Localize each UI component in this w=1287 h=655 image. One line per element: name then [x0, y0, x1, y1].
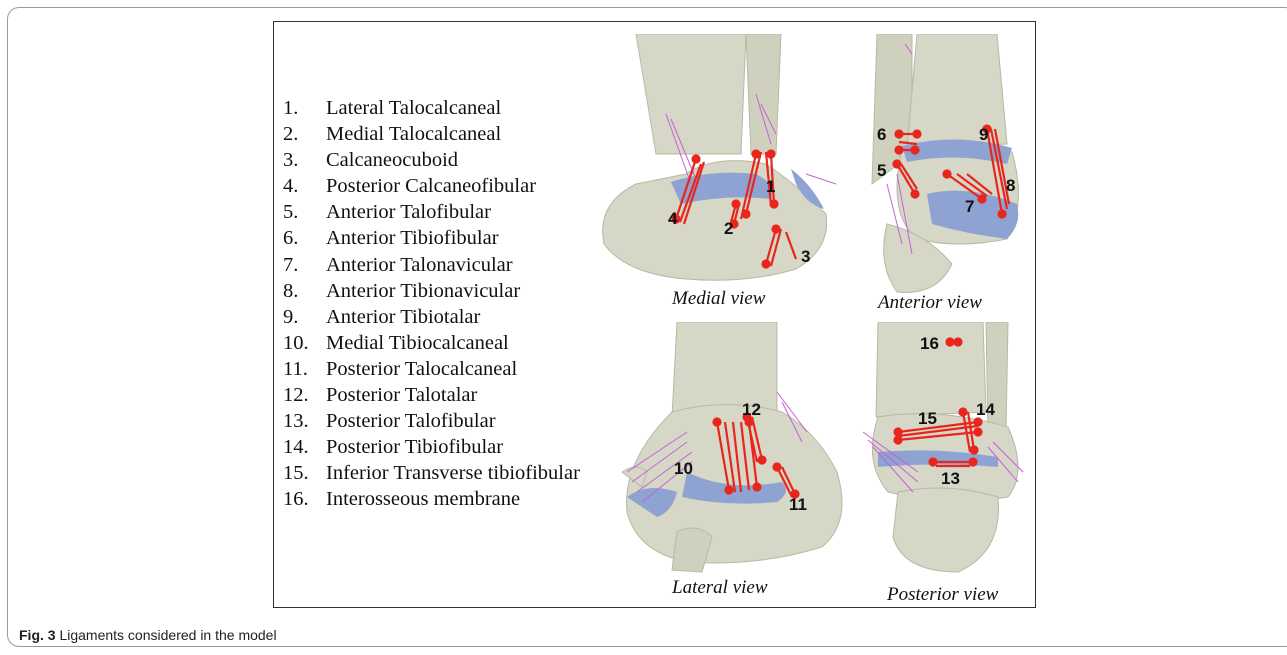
posterior-ligament-number-15: 15: [918, 409, 937, 428]
legend-item-number: 2.: [283, 121, 326, 147]
posterior-view-illustration: 13 14 15 16: [858, 322, 1030, 578]
legend-item: 7.Anterior Talonavicular: [283, 252, 580, 278]
medial-view-label: Medial view: [672, 288, 765, 310]
legend-item-label: Anterior Talofibular: [326, 199, 491, 225]
legend-item-number: 8.: [283, 278, 326, 304]
figure-caption: Fig. 3 Ligaments considered in the model: [19, 627, 277, 643]
figure-caption-label: Fig. 3: [19, 627, 56, 643]
lateral-ligament-number-11: 11: [789, 495, 807, 514]
legend-item-number: 4.: [283, 173, 326, 199]
lateral-view-label: Lateral view: [672, 577, 768, 599]
legend-item: 9.Anterior Tibiotalar: [283, 304, 580, 330]
legend-item-label: Interosseous membrane: [326, 486, 520, 512]
legend-item-number: 5.: [283, 199, 326, 225]
legend-item-label: Lateral Talocalcaneal: [326, 95, 501, 121]
medial-view-panel: 1 2 3 4: [596, 34, 846, 300]
posterior-ligament-number-13: 13: [941, 469, 960, 488]
anterior-view-illustration: 5 6 7 8 9: [857, 34, 1029, 300]
anterior-view-panel: 5 6 7 8 9: [857, 34, 1029, 300]
legend-item: 14.Posterior Tibiofibular: [283, 434, 580, 460]
legend-item-label: Anterior Tibionavicular: [326, 278, 520, 304]
medial-ligament-number-2: 2: [724, 219, 733, 238]
legend-item-number: 10.: [283, 330, 326, 356]
legend-item: 15.Inferior Transverse tibiofibular: [283, 460, 580, 486]
legend-item: 16.Interosseous membrane: [283, 486, 580, 512]
legend-item: 8.Anterior Tibionavicular: [283, 278, 580, 304]
medial-ligament-number-4: 4: [668, 209, 678, 228]
legend-item-number: 11.: [283, 356, 326, 382]
legend-item-label: Posterior Tibiofibular: [326, 434, 503, 460]
legend-item-number: 3.: [283, 147, 326, 173]
legend-item-number: 6.: [283, 225, 326, 251]
legend-item-label: Posterior Calcaneofibular: [326, 173, 536, 199]
legend-item-label: Posterior Talocalcaneal: [326, 356, 517, 382]
legend-item: 12.Posterior Talotalar: [283, 382, 580, 408]
anterior-ligament-number-7: 7: [965, 197, 974, 216]
posterior-ligament-number-16: 16: [920, 334, 939, 353]
posterior-view-label: Posterior view: [887, 584, 998, 606]
lateral-ligament-number-10: 10: [674, 459, 693, 478]
legend-item-label: Inferior Transverse tibiofibular: [326, 460, 580, 486]
legend-item: 1.Lateral Talocalcaneal: [283, 95, 580, 121]
legend-item: 3.Calcaneocuboid: [283, 147, 580, 173]
legend-item: 2.Medial Talocalcaneal: [283, 121, 580, 147]
legend-item-label: Calcaneocuboid: [326, 147, 458, 173]
figure-caption-text: Ligaments considered in the model: [59, 627, 276, 643]
legend-item-label: Medial Tibiocalcaneal: [326, 330, 509, 356]
legend-item-number: 1.: [283, 95, 326, 121]
legend-item-number: 14.: [283, 434, 326, 460]
posterior-ligament-number-14: 14: [976, 400, 995, 419]
legend-item: 13.Posterior Talofibular: [283, 408, 580, 434]
anterior-view-label: Anterior view: [878, 292, 982, 314]
anterior-ligament-number-6: 6: [877, 125, 886, 144]
legend-item-number: 16.: [283, 486, 326, 512]
anterior-ligament-number-5: 5: [877, 161, 886, 180]
legend-item-number: 12.: [283, 382, 326, 408]
legend-item: 6.Anterior Tibiofibular: [283, 225, 580, 251]
legend-item-label: Anterior Talonavicular: [326, 252, 513, 278]
anterior-ligament-number-8: 8: [1006, 176, 1015, 195]
legend-item-label: Posterior Talofibular: [326, 408, 496, 434]
legend-item-number: 15.: [283, 460, 326, 486]
legend-item-number: 7.: [283, 252, 326, 278]
legend-item-number: 9.: [283, 304, 326, 330]
legend-item: 10.Medial Tibiocalcaneal: [283, 330, 580, 356]
legend-item: 4.Posterior Calcaneofibular: [283, 173, 580, 199]
posterior-view-panel: 13 14 15 16: [858, 322, 1030, 578]
legend-item-label: Medial Talocalcaneal: [326, 121, 501, 147]
legend-item-number: 13.: [283, 408, 326, 434]
legend-item: 11.Posterior Talocalcaneal: [283, 356, 580, 382]
legend-item: 5.Anterior Talofibular: [283, 199, 580, 225]
lateral-view-illustration: 10 11 12: [617, 322, 857, 577]
legend-item-label: Anterior Tibiotalar: [326, 304, 480, 330]
anterior-ligament-number-9: 9: [979, 125, 988, 144]
lateral-view-panel: 10 11 12: [617, 322, 857, 577]
medial-view-illustration: 1 2 3 4: [596, 34, 846, 300]
medial-ligament-number-3: 3: [801, 247, 810, 266]
lateral-ligament-number-12: 12: [742, 400, 761, 419]
medial-ligament-number-1: 1: [766, 177, 775, 196]
legend-item-label: Posterior Talotalar: [326, 382, 477, 408]
legend-item-label: Anterior Tibiofibular: [326, 225, 499, 251]
